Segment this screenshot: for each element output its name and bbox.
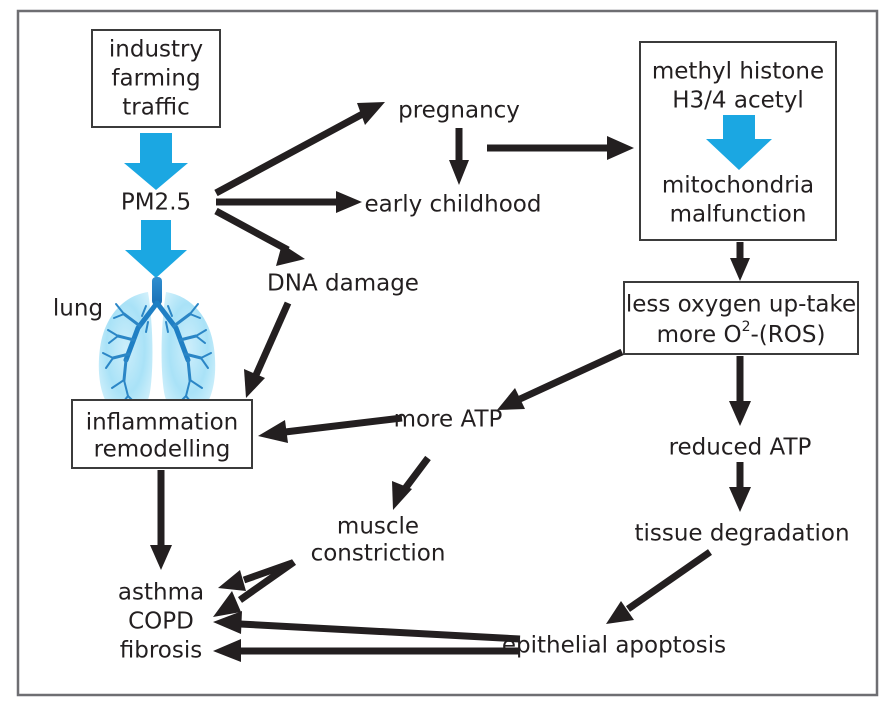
arrow-muscle-constriction-to-copd [213,559,297,617]
arrow-oxygen-to-more-atp [497,348,624,410]
node-lung-label: lung [53,296,103,322]
node-muscle-line-2: constriction [311,541,446,567]
node-outcome-fibrosis: fibrosis [120,638,202,664]
arrow-sources-to-pm25 [124,133,188,190]
node-pregnancy: pregnancy [398,98,520,124]
oxygen-line-2: more O2-(ROS) [657,319,826,348]
epigenetics-line-3: mitochondria [662,173,814,199]
node-reduced-atp: reduced ATP [669,435,812,461]
node-early-childhood: early childhood [365,192,542,218]
arrow-reduced-atp-to-tissue-degradation [729,462,751,512]
inflammation-line-1: inflammation [86,410,239,436]
inflammation-box [71,399,253,469]
node-tissue-degradation: tissue degradation [634,521,849,547]
arrow-pm25-to-early-childhood [216,191,362,213]
oxygen-line-1: less oxygen up-take [626,292,856,318]
arrow-inflammation-to-asthma [150,470,172,570]
node-epithelial-apoptosis: epithelial apoptosis [502,633,726,659]
epigenetics-line-1: methyl histone [652,59,824,85]
sources-line-2: farming [111,66,200,92]
node-more-atp: more ATP [394,407,503,433]
sources-line-1: industry [109,37,203,63]
arrow-tissue-degradation-to-epithelial-apoptosis [606,549,712,624]
arrow-pm25-to-lung [125,220,187,278]
arrow-epithelial-apoptosis-to-fibrosis [213,639,520,662]
node-dna-damage: DNA damage [267,271,419,297]
arrow-epigenetics-to-oxygen [730,242,750,281]
arrow-oxygen-to-reduced-atp [729,356,751,426]
arrow-methyl-to-mitochondria [706,115,772,170]
inflammation-line-2: remodelling [94,437,231,463]
node-muscle-line-1: muscle [337,514,419,540]
sources-line-3: traffic [122,95,189,121]
arrow-pregnancy-to-epigenetics [487,136,634,160]
lung-illustration-icon [98,277,216,418]
sources-box [91,29,221,128]
epigenetics-line-2: H3/4 acetyl [672,88,804,114]
arrow-epithelial-apoptosis-to-copd [213,611,521,643]
arrow-pm25-to-dna-damage [214,207,305,266]
oxygen-line-2-a: more O [657,322,742,348]
arrow-more-atp-to-muscle-constriction [392,455,431,510]
oxygen-line-2-sup: 2 [742,319,751,335]
arrow-dna-damage-to-inflammation [244,301,292,398]
oxygen-line-2-b: -(ROS) [750,322,825,348]
node-outcome-asthma: asthma [118,580,204,606]
arrow-pregnancy-to-early-childhood [449,128,469,185]
arrow-more-atp-to-inflammation [258,414,403,443]
node-outcome-copd: COPD [128,609,194,635]
epigenetics-line-4: malfunction [670,202,807,228]
node-pm25: PM2.5 [121,190,191,216]
oxygen-box [623,281,859,355]
arrow-pm25-to-pregnancy [214,102,385,197]
